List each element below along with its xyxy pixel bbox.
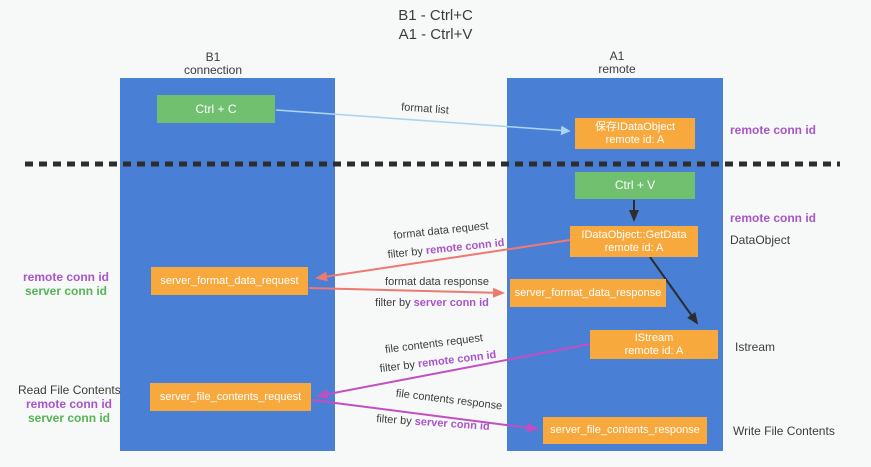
write-file-contents-annotation: Write File Contents	[733, 424, 835, 438]
title-line-1: B1 - Ctrl+C	[398, 7, 473, 24]
istream-annotation: Istream	[735, 340, 776, 354]
save-dataobject-line2: remote id: A	[605, 133, 665, 146]
file-contents-response-label: file contents response	[395, 387, 503, 413]
left-server-conn-id: server conn id	[24, 284, 108, 298]
format-data-response-label: format data response	[385, 276, 489, 288]
ctrl-c-label: Ctrl + C	[195, 101, 237, 116]
format-data-response-arrow	[308, 287, 505, 298]
left-column-subtitle: connection	[183, 63, 243, 77]
istream-line1: IStream	[634, 331, 674, 344]
server-format-data-request-label: server_format_data_request	[160, 274, 299, 287]
format-data-request-label: format data request	[392, 220, 490, 242]
server-file-contents-response-label: server_file_contents_response	[550, 424, 700, 436]
left-remote-conn-id: remote conn id	[22, 270, 109, 284]
ctrl-v-box: Ctrl + V	[575, 172, 695, 199]
ctrl-c-box: Ctrl + C	[157, 95, 275, 123]
server-file-contents-response-box: server_file_contents_response	[543, 417, 707, 444]
left-conn-id-annotation: remote conn id server conn id	[20, 270, 112, 298]
server-format-data-request-box: server_format_data_request	[151, 267, 308, 295]
right-column-header: A1 remote	[598, 50, 635, 76]
save-dataobject-box: 保存IDataObject remote id: A	[575, 118, 695, 149]
remote-conn-id-annotation-mid: remote conn id	[730, 211, 817, 225]
ctrl-v-label: Ctrl + V	[614, 178, 656, 192]
file-contents-response-filter-label: filter by server conn id	[375, 413, 491, 433]
server-format-data-response-box: server_format_data_response	[510, 279, 666, 307]
server-file-contents-request-label: server_file_contents_request	[159, 390, 302, 403]
right-column-name: A1	[609, 49, 625, 63]
server-format-data-response-label: server_format_data_response	[514, 286, 662, 299]
left-column-name: B1	[205, 50, 221, 64]
right-column-subtitle: remote	[598, 62, 636, 76]
format-list-label: format list	[400, 101, 450, 117]
read-file-contents-annotation: Read File Contents remote conn id server…	[18, 383, 121, 425]
title-line-2: A1 - Ctrl+V	[398, 26, 473, 43]
read-file-contents-label: Read File Contents	[18, 383, 121, 397]
dataobject-annotation: DataObject	[730, 233, 791, 247]
page-title: B1 - Ctrl+C A1 - Ctrl+V	[0, 6, 871, 44]
format-data-response-filter-label: filter by server conn id	[375, 297, 489, 309]
save-dataobject-line1: 保存IDataObject	[594, 120, 676, 133]
read-server-conn-id: server conn id	[27, 411, 111, 425]
left-column-header: B1 connection	[184, 51, 242, 77]
getdata-line2: remote id: A	[604, 241, 664, 254]
remote-conn-id-annotation-top: remote conn id	[730, 123, 817, 137]
getdata-line1: IDataObject::GetData	[581, 228, 687, 241]
istream-line2: remote id: A	[624, 344, 684, 357]
istream-box: IStream remote id: A	[590, 330, 718, 359]
server-file-contents-request-box: server_file_contents_request	[150, 383, 311, 411]
read-remote-conn-id: remote conn id	[25, 397, 112, 411]
idataobject-getdata-box: IDataObject::GetData remote id: A	[570, 226, 698, 257]
